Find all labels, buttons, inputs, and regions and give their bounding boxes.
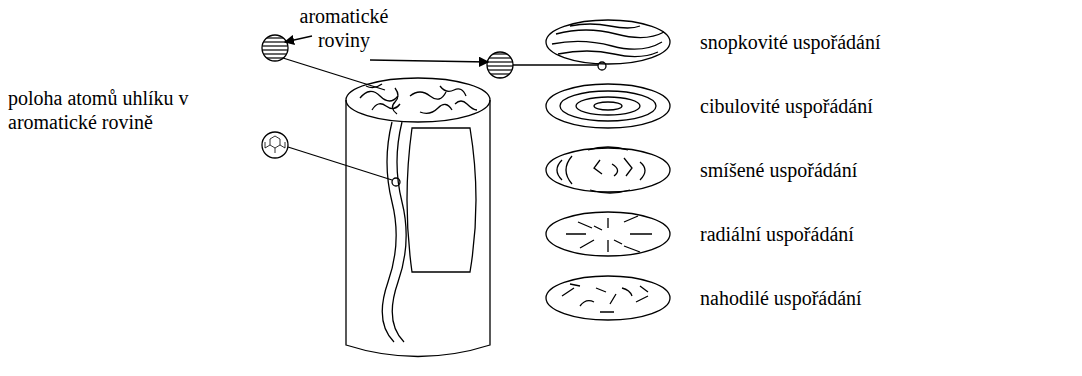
part-label: poloha atomů uhlíku v aromatické rovině <box>8 86 198 134</box>
arrangement-label: cibulovité uspořádání <box>700 94 1070 118</box>
arrangement-label: snopkovité uspořádání <box>700 30 1070 54</box>
arrangement-label: nahodilé uspořádání <box>700 286 1070 310</box>
arrangement-label: radiální uspořádání <box>700 222 1070 246</box>
part-label: aromatické roviny <box>284 4 404 52</box>
arrangement-label: smíšené uspořádání <box>700 158 1070 182</box>
